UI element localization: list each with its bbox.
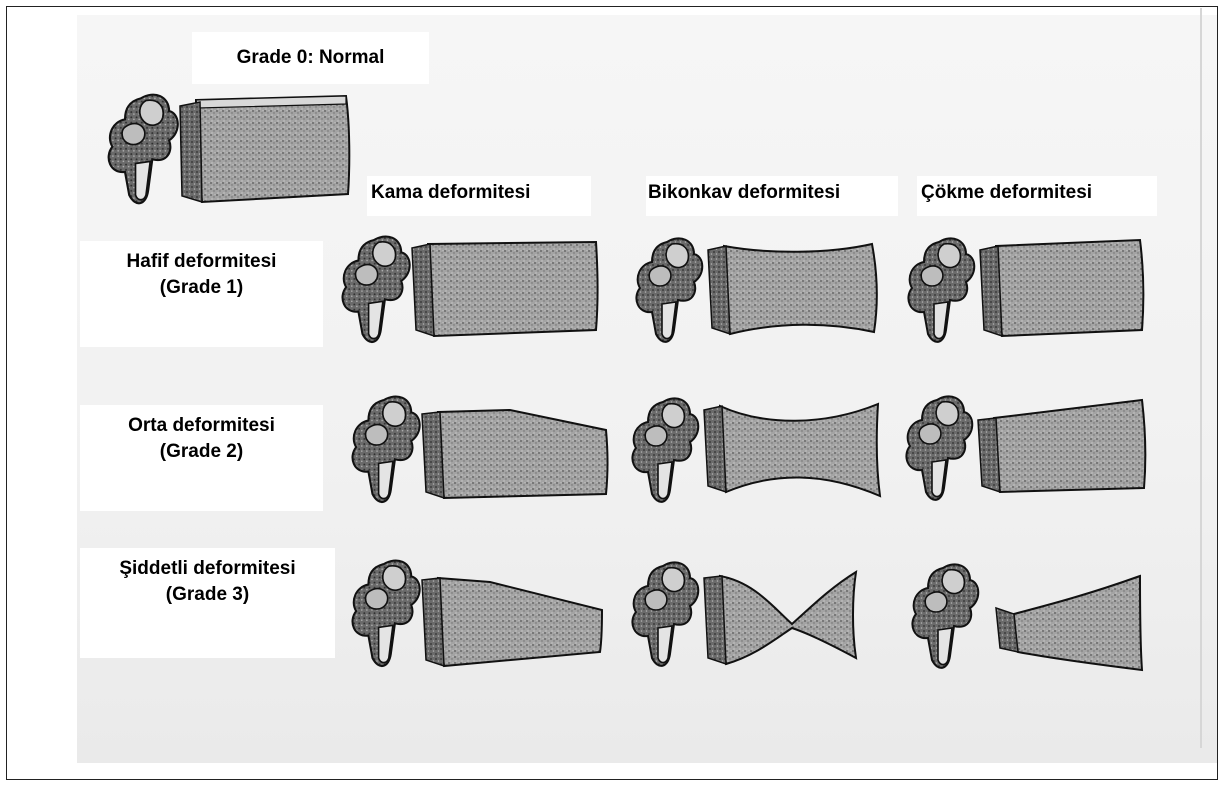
vertebra-moderate-biconcave (624, 386, 886, 520)
scan-edge-line (1200, 8, 1202, 748)
row-label-moderate-name: Orta deformitesi (80, 413, 323, 439)
column-header-biconcave: Bikonkav deformitesi (646, 176, 898, 216)
row-label-mild-name: Hafif deformitesi (80, 249, 323, 275)
vertebra-mild-wedge (330, 226, 602, 356)
column-header-wedge: Kama deformitesi (367, 176, 591, 216)
vertebra-moderate-wedge (340, 386, 616, 518)
vertebra-mild-crush (900, 226, 1150, 360)
vertebra-moderate-crush (898, 384, 1152, 518)
vertebra-severe-crush (904, 552, 1150, 698)
row-label-moderate: Orta deformitesi (Grade 2) (80, 405, 323, 511)
column-header-crush: Çökme deformitesi (917, 176, 1157, 216)
grade0-label: Grade 0: Normal (192, 32, 429, 84)
vertebra-severe-wedge (340, 548, 610, 694)
row-label-severe-grade: (Grade 3) (80, 582, 335, 608)
row-label-severe-name: Şiddetli deformitesi (80, 556, 335, 582)
row-label-mild-grade: (Grade 1) (80, 275, 323, 301)
vertebra-grade0-normal (96, 86, 358, 218)
row-label-severe: Şiddetli deformitesi (Grade 3) (80, 548, 335, 658)
row-label-mild: Hafif deformitesi (Grade 1) (80, 241, 323, 347)
row-label-moderate-grade: (Grade 2) (80, 439, 323, 465)
vertebra-severe-biconcave (624, 548, 864, 694)
vertebra-mild-biconcave (628, 226, 884, 360)
